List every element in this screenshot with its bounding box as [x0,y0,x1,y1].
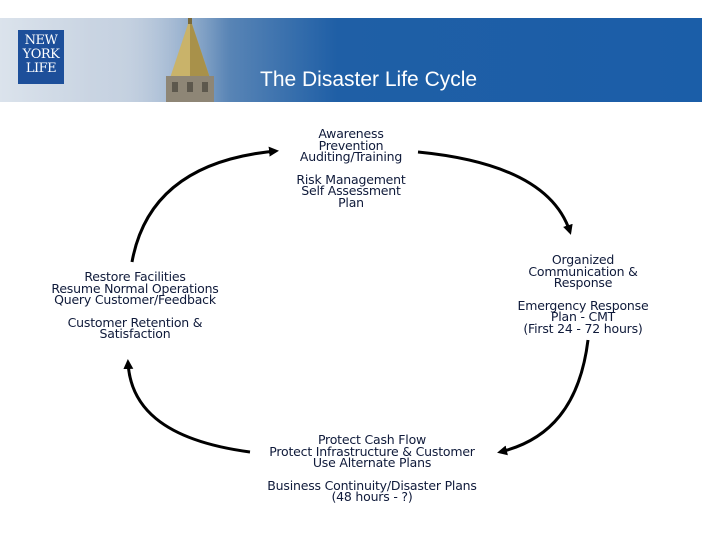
stage-text-line: Plan - CMT [550,309,616,324]
stage-text-line: Satisfaction [99,326,171,341]
arrow-top-right [417,150,573,235]
new-york-life-logo: NEW YORK LIFE [18,30,64,84]
stage-text-line: Auditing/Training [299,149,403,164]
stage-text-line: Protect Cash Flow [317,432,427,447]
arrow-left-top [130,146,279,263]
stage-text-line: Emergency Response [517,297,649,313]
stage-text-line: Prevention [318,137,384,153]
stage-text-line: (First 24 - 72 hours) [523,320,643,336]
stage-text-line: Business Continuity/Disaster Plans [267,477,477,493]
stage-text-line: Self Assessment [301,183,401,198]
stage-text-line: Awareness [318,126,384,141]
stage-text-line: Customer Retention & [67,314,203,330]
stage-text-line: (48 hours - ?) [331,489,413,504]
stage-text-line: Query Customer/Feedback [54,292,216,307]
stage-text-line: Restore Facilities [84,269,186,284]
stage-text-line: Risk Management [296,171,406,187]
stage-text-line: Plan [338,194,364,210]
stage-text-line: Protect Infrastructure & Customer [269,443,475,459]
logo-line: LIFE [25,61,57,76]
stage-text-line: Resume Normal Operations [51,280,219,296]
stage-text-line: Communication & [528,263,638,279]
header-banner: NEW YORK LIFE The Disaster Life Cycle [0,18,702,102]
stage-top: Awareness Prevention Auditing/Training R… [286,128,416,208]
stage-bottom: Protect Cash Flow Protect Infrastructure… [252,434,492,503]
logo-line: NEW [24,33,58,48]
tower-image [166,18,214,102]
stage-text-line: Use Alternate Plans [312,455,432,470]
stage-left: Restore Facilities Resume Normal Operati… [40,271,230,340]
stage-text-line: Response [553,275,613,290]
page-title: The Disaster Life Cycle [260,68,478,91]
logo-line: YORK [22,47,60,62]
arrow-right-bottom [497,339,590,456]
arrow-bottom-left [123,359,251,454]
stage-right: Organized Communication & Response Emerg… [508,254,658,334]
stage-text-line: Organized [551,252,615,267]
